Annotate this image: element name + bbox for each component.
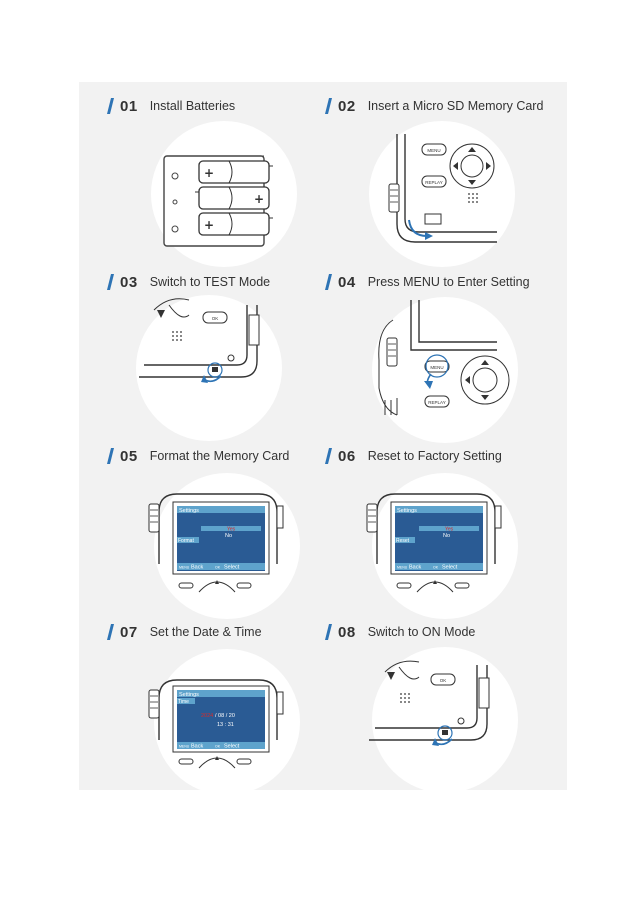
accent-slash [107,98,114,114]
step-06: 06 Reset to Factory Setting Settings Res… [325,446,567,619]
date-time-screen-illustration: Settings Time 2024 / 08 / 20 13 : 31 MEN… [148,649,300,795]
step-08: 08 Switch to ON Mode OK [325,622,567,793]
select-label: Select [224,744,240,750]
step-number: 07 [120,623,138,641]
format-screen-illustration: Settings Format Yes No MENU Back OK Sele… [148,473,300,619]
screen-header: Settings [179,508,199,514]
instruction-panel: 01 Install Batteries + + + [79,82,567,795]
step-number: 01 [120,97,138,115]
slide-arrow-icon [201,375,208,383]
step-title: Install Batteries [149,99,236,113]
back-label: Back [191,744,203,750]
ok-button-label: OK [212,316,219,321]
step-header: 05 Format the Memory Card [107,446,290,466]
menu-button-label: MENU [427,148,440,153]
step-number: 04 [338,273,356,291]
date-value: / 08 / 20 [215,713,235,719]
step-number: 03 [120,273,138,291]
screen-item: Format [178,538,194,544]
step-number: 05 [120,447,138,465]
sd-card-illustration: MENU REPLAY [369,121,515,267]
step-header: 08 Switch to ON Mode [325,622,476,642]
ok-key-label: OK [433,566,439,570]
svg-text:+: + [204,218,214,232]
battery-icon [198,160,270,236]
insert-arrow-icon [425,232,433,240]
step-title: Set the Date & Time [149,625,262,639]
screen-item: Time [178,699,189,705]
accent-slash [107,274,114,290]
accent-slash [325,274,332,290]
step-number: 08 [338,623,356,641]
step-header: 06 Reset to Factory Setting [325,446,502,466]
slide-arrow-icon [432,738,439,746]
option-yes: Yes [445,527,454,533]
screen-header: Settings [397,508,417,514]
option-no: No [225,533,232,539]
step-07: 07 Set the Date & Time Settings Time 202… [107,622,349,795]
dpad-arrows-icon [465,360,489,400]
date-year: 2024 [201,713,213,719]
step-02: 02 Insert a Micro SD Memory Card MENU RE… [325,96,567,267]
step-title: Format the Memory Card [149,449,290,463]
menu-key-label: MENU [397,566,408,570]
menu-press-illustration: MENU REPLAY [372,297,518,443]
accent-slash [107,448,114,464]
select-label: Select [442,565,458,571]
option-yes: Yes [227,527,236,533]
svg-text:+: + [204,166,214,180]
step-header: 07 Set the Date & Time [107,622,262,642]
select-label: Select [224,565,240,571]
ok-button-label: OK [440,678,447,683]
menu-button-label: MENU [430,365,443,370]
step-04: 04 Press MENU to Enter Setting MENU REPL… [325,272,567,443]
reset-screen-illustration: Settings Reset Yes No MENU Back OK Selec… [366,473,518,619]
on-mode-illustration: OK [369,647,518,793]
step-03: 03 Switch to TEST Mode OK [107,272,349,442]
step-title: Press MENU to Enter Setting [367,275,530,289]
step-number: 06 [338,447,356,465]
replay-button-label: REPLAY [428,400,445,405]
step-header: 02 Insert a Micro SD Memory Card [325,96,544,116]
dpad-arrows-icon [453,147,491,185]
step-05: 05 Format the Memory Card Settings Forma… [107,446,349,619]
step-header: 01 Install Batteries [107,96,236,116]
battery-illustration: + + + [151,121,297,267]
back-label: Back [191,565,203,571]
screen-item: Reset [396,538,410,544]
press-arrow-icon [424,381,433,389]
replay-button-label: REPLAY [425,180,442,185]
accent-slash [325,98,332,114]
step-title: Insert a Micro SD Memory Card [367,99,544,113]
step-01: 01 Install Batteries + + + [107,96,349,267]
ok-key-label: OK [215,566,221,570]
time-value: 13 : 31 [217,722,234,728]
step-title: Reset to Factory Setting [367,449,502,463]
back-label: Back [409,565,421,571]
accent-slash [325,448,332,464]
accent-slash [325,624,332,640]
accent-slash [107,624,114,640]
step-title: Switch to ON Mode [367,625,476,639]
option-no: No [443,533,450,539]
menu-key-label: MENU [179,566,190,570]
step-header: 03 Switch to TEST Mode [107,272,271,292]
step-header: 04 Press MENU to Enter Setting [325,272,530,292]
step-number: 02 [338,97,356,115]
screen-header: Settings [179,692,199,698]
ok-key-label: OK [215,745,221,749]
menu-key-label: MENU [179,745,190,749]
svg-text:+: + [254,192,264,206]
step-title: Switch to TEST Mode [149,275,271,289]
test-mode-illustration: OK [136,295,282,441]
